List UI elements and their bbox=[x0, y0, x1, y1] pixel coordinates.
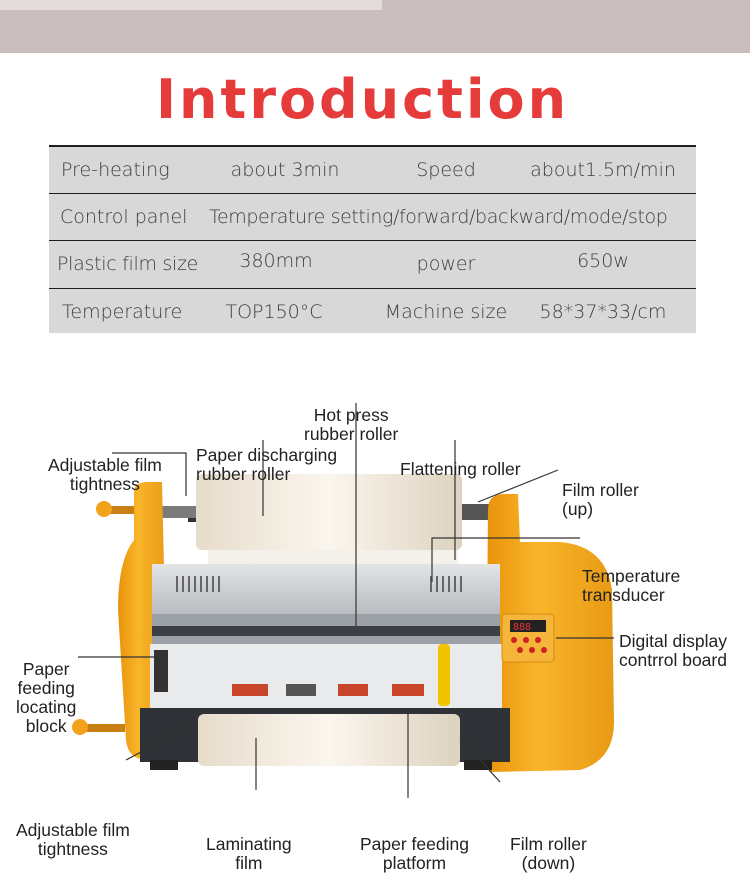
digital-display-board: 888 bbox=[501, 613, 555, 663]
paper-guide bbox=[438, 644, 450, 706]
machine-body bbox=[152, 564, 500, 614]
label-flattening-roller: Flattening roller bbox=[400, 459, 521, 479]
spec-value: Temperature setting/forward/backward/mod… bbox=[209, 205, 668, 228]
page-title: Introduction bbox=[155, 68, 570, 131]
label-film-roller-down: Film roller(down) bbox=[510, 834, 587, 873]
spec-value: 380mm bbox=[239, 250, 313, 272]
leader-lines bbox=[78, 403, 614, 798]
laminator-diagram: 888 bbox=[72, 403, 614, 798]
spec-key: Pre-heating bbox=[61, 159, 170, 181]
spec-key: Plastic film size bbox=[57, 253, 199, 275]
top-banner-strip bbox=[0, 0, 382, 10]
top-banner bbox=[0, 0, 750, 53]
spec-table: Pre-heating about 3min Speed about1.5m/m… bbox=[49, 145, 696, 333]
spec-key: Control panel bbox=[60, 205, 188, 228]
spec-key: Speed bbox=[416, 159, 476, 181]
spec-value: TOP150°C bbox=[225, 300, 323, 323]
spec-value: 58*37*33/cm bbox=[539, 300, 667, 323]
spec-key: Temperature bbox=[62, 300, 183, 323]
laminating-film-roll bbox=[198, 714, 460, 766]
vent-right bbox=[430, 576, 462, 592]
spec-value: about 3min bbox=[230, 159, 340, 181]
spec-row-preheating: Pre-heating about 3min Speed about1.5m/m… bbox=[49, 145, 696, 193]
tightness-knob-top bbox=[96, 501, 150, 517]
spec-row-control-panel: Control panel Temperature setting/forwar… bbox=[49, 192, 696, 240]
spec-value: about1.5m/min bbox=[530, 159, 676, 181]
spec-value: 650w bbox=[577, 250, 629, 272]
spec-row-temperature: Temperature TOP150°C Machine size 58*37*… bbox=[49, 287, 696, 333]
spec-row-film-size: Plastic film size 380mm power 650w bbox=[49, 240, 696, 288]
vent-left bbox=[176, 576, 220, 592]
locating-block bbox=[154, 650, 168, 692]
tightness-knob-bottom bbox=[72, 719, 125, 735]
label-film-roller-up: Film roller(up) bbox=[562, 480, 639, 519]
spec-key: Machine size bbox=[384, 300, 508, 323]
svg-text:888: 888 bbox=[513, 622, 531, 633]
spec-key: power bbox=[416, 253, 476, 275]
